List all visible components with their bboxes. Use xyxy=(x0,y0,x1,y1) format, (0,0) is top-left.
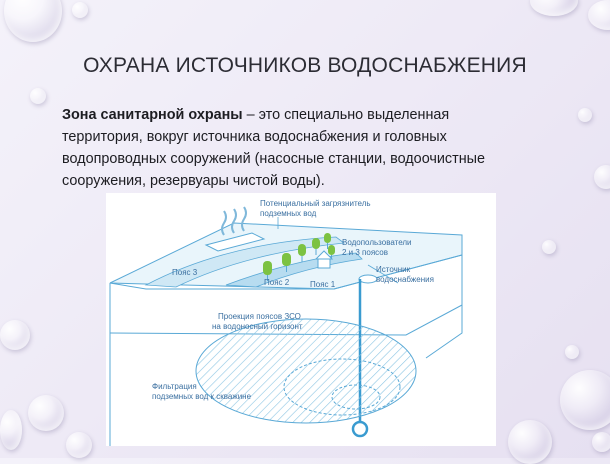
ground-front-edge xyxy=(109,254,463,290)
projection-label: Проекция поясов ЗСО xyxy=(218,312,301,321)
well-head-marker xyxy=(358,274,378,284)
users-label: Водопользователи xyxy=(342,238,412,247)
polluter-label: Потенциальный загрязнитель xyxy=(260,199,371,208)
water-drop-decoration xyxy=(530,0,578,16)
slide-title: ОХРАНА ИСТОЧНИКОВ ВОДОСНАБЖЕНИЯ xyxy=(83,54,527,77)
water-drop-decoration xyxy=(578,108,592,122)
water-drop-decoration xyxy=(560,370,610,430)
smoke-icon xyxy=(221,210,227,236)
well-bottom-marker xyxy=(351,420,369,438)
water-drop-decoration xyxy=(72,2,88,18)
users-label: 2 и 3 поясов xyxy=(342,248,388,257)
belt-1-label: Пояс 1 xyxy=(310,280,336,289)
leader-line xyxy=(367,264,399,284)
sanitary-zone-diagram: Потенциальный загрязнитель подземных вод… xyxy=(106,193,496,446)
tree-icon xyxy=(324,233,331,249)
aquifer-layer-line xyxy=(109,304,463,336)
sanitary-zone-illustration: Потенциальный загрязнитель подземных вод… xyxy=(109,199,463,446)
polluter-building xyxy=(204,232,266,252)
definition-text: – это специально выделенная территория, … xyxy=(62,107,485,189)
water-drop-decoration xyxy=(66,432,92,458)
tree-icon xyxy=(263,261,272,281)
source-label: водоснабжения xyxy=(376,275,434,284)
definition-term: Зона санитарной охраны xyxy=(62,107,243,123)
projection-label: на водоносный горизонт xyxy=(212,322,303,331)
projection-belt-3 xyxy=(195,318,417,424)
water-drop-decoration xyxy=(594,165,610,189)
projection-belt-2 xyxy=(283,358,401,416)
water-drop-decoration xyxy=(0,320,30,350)
ground-right-edge xyxy=(425,255,463,359)
smoke-icon xyxy=(231,208,237,234)
tree-icon xyxy=(298,244,306,262)
belt-3-label: Пояс 3 xyxy=(172,268,198,277)
tree-icon xyxy=(312,238,320,255)
definition-paragraph: Зона санитарной охраны – это специально … xyxy=(62,104,522,192)
water-drop-decoration xyxy=(30,88,46,104)
source-label: Источник xyxy=(376,265,411,274)
filtration-label: подземных вод к скважине xyxy=(152,392,252,401)
water-drop-decoration xyxy=(0,410,22,450)
water-drop-decoration xyxy=(588,0,610,30)
tree-icon xyxy=(282,253,291,272)
water-drop-decoration xyxy=(508,420,552,464)
belt-3-band xyxy=(144,236,346,288)
water-drop-decoration xyxy=(565,345,579,359)
filtration-label: Фильтрация xyxy=(152,382,197,391)
water-drop-decoration xyxy=(28,395,64,431)
smoke-icon xyxy=(241,206,247,232)
water-drop-decoration xyxy=(4,0,62,42)
belt-2-label: Пояс 2 xyxy=(264,278,290,287)
house-icon xyxy=(314,250,334,269)
polluter-label: подземных вод xyxy=(260,209,317,218)
projection-belt-1 xyxy=(331,384,381,410)
water-drop-decoration xyxy=(592,432,610,452)
water-drop-decoration xyxy=(542,240,556,254)
